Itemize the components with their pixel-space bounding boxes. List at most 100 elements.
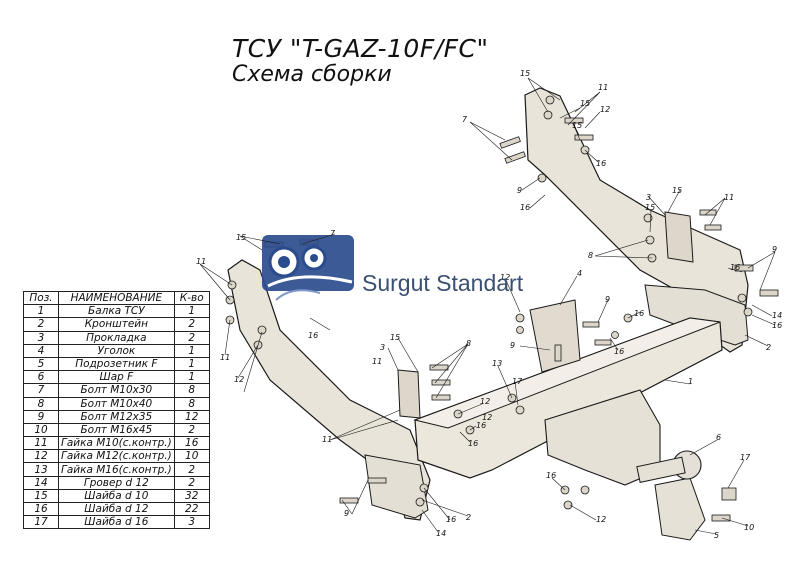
cell-pos: 1 xyxy=(23,304,59,319)
callout: 12 xyxy=(234,375,244,384)
col-name: НАИМЕНОВАНИЕ xyxy=(58,290,175,306)
callout: 16 xyxy=(772,321,782,330)
cell-pos: 6 xyxy=(23,370,59,385)
callout: 8 xyxy=(588,251,593,260)
cell-qty: 1 xyxy=(173,370,210,385)
callout: 9 xyxy=(344,509,349,518)
callout: 9 xyxy=(517,186,522,195)
cell-name: Болт М16х45 xyxy=(58,422,175,438)
cell-qty: 8 xyxy=(173,383,210,398)
cell-qty: 2 xyxy=(173,317,210,332)
cell-pos: 16 xyxy=(23,501,59,517)
callout: 12 xyxy=(600,105,610,114)
callout: 16 xyxy=(468,439,478,448)
cell-pos: 15 xyxy=(23,488,59,504)
cell-name: Шар F xyxy=(58,370,175,385)
callout: 10 xyxy=(744,523,754,532)
cell-pos: 5 xyxy=(23,356,59,372)
callout: 15 xyxy=(520,69,530,78)
callout: 2 xyxy=(766,343,771,352)
callout: 12 xyxy=(500,273,510,282)
callout: 4 xyxy=(577,269,582,278)
cell-pos: 3 xyxy=(23,330,59,345)
cell-qty: 8 xyxy=(173,396,210,411)
cell-name: Болт М10х30 xyxy=(58,383,175,398)
callout: 3 xyxy=(646,193,651,202)
callout: 9 xyxy=(772,245,777,254)
spacer-right xyxy=(664,211,694,263)
callout: 16 xyxy=(476,421,486,430)
callout: 13 xyxy=(492,359,502,368)
diagram-subtitle: Схема сборки xyxy=(232,62,392,87)
leader-lines xyxy=(199,77,776,535)
callout: 12 xyxy=(480,397,490,406)
cell-name: Кронштейн xyxy=(58,317,175,332)
callout: 8 xyxy=(466,339,471,348)
callout: 11 xyxy=(598,83,608,92)
cell-qty: 2 xyxy=(173,475,210,490)
cell-name: Гровер d 12 xyxy=(58,475,175,490)
callout: 16 xyxy=(520,203,530,212)
callout: 6 xyxy=(716,433,721,442)
brand-name: Surgut Standart xyxy=(362,270,524,296)
table-header-row: Поз. НАИМЕНОВАНИЕ К-во xyxy=(23,290,210,306)
fasteners xyxy=(225,95,779,522)
callout: 14 xyxy=(436,529,446,538)
cell-qty: 12 xyxy=(173,409,210,424)
cell-pos: 9 xyxy=(23,409,59,424)
callout: 15 xyxy=(645,203,655,212)
callout: 11 xyxy=(322,435,332,444)
callout: 16 xyxy=(634,309,644,318)
angle-bracket xyxy=(529,299,581,373)
cell-qty: 32 xyxy=(173,488,210,504)
callout: 7 xyxy=(462,115,468,124)
cell-name: Болт М10х40 xyxy=(58,396,175,411)
callout: 9 xyxy=(605,295,610,304)
cell-pos: 2 xyxy=(23,317,59,332)
cell-qty: 1 xyxy=(173,356,210,372)
callout: 11 xyxy=(372,357,382,366)
cell-qty: 2 xyxy=(173,330,210,345)
callout: 7 xyxy=(330,229,336,238)
cell-pos: 13 xyxy=(23,462,59,477)
cell-pos: 14 xyxy=(23,475,59,490)
main-beam-top xyxy=(413,317,721,429)
cell-pos: 11 xyxy=(23,436,59,451)
cell-qty: 22 xyxy=(173,501,210,517)
cell-qty: 1 xyxy=(173,343,210,358)
callout: 16 xyxy=(730,263,740,272)
cell-qty: 10 xyxy=(173,449,210,464)
cell-name: Гайка М12(с.контр.) xyxy=(58,449,175,464)
col-qty: К-во xyxy=(173,290,210,306)
callout: 17 xyxy=(740,453,751,462)
bracket-right xyxy=(524,87,749,353)
callout: 12 xyxy=(482,413,492,422)
cell-qty: 2 xyxy=(173,462,210,477)
callout-labels: 15 11 7 15 12 15 16 9 16 3 15 11 15 8 16… xyxy=(196,69,782,540)
callout: 9 xyxy=(510,341,515,350)
callout: 15 xyxy=(580,99,590,108)
cell-name: Шайба d 16 xyxy=(58,515,175,530)
cell-name: Балка ТСУ xyxy=(58,304,175,319)
cell-name: Прокладка xyxy=(58,330,175,345)
callout: 15 xyxy=(390,333,400,342)
cell-pos: 4 xyxy=(23,343,59,358)
cell-pos: 7 xyxy=(23,383,59,398)
bracket-left-lower-plate xyxy=(364,454,429,519)
callout: 16 xyxy=(596,159,606,168)
callout: 16 xyxy=(446,515,456,524)
callout: 16 xyxy=(614,347,624,356)
cell-name: Подрозетник F xyxy=(58,356,175,372)
cell-qty: 16 xyxy=(173,436,210,451)
cell-qty: 3 xyxy=(173,515,210,530)
callout: 12 xyxy=(596,515,606,524)
